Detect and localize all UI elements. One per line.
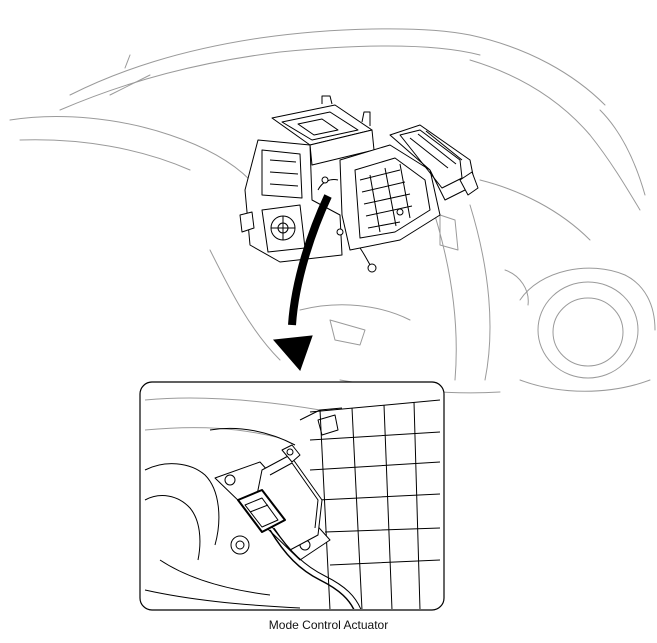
figure-caption: Mode Control Actuator [268, 618, 389, 632]
vehicle-outline [9, 28, 656, 394]
curved-arrow-icon [272, 194, 332, 371]
hvac-assembly [239, 95, 479, 273]
detail-inset [139, 381, 445, 611]
